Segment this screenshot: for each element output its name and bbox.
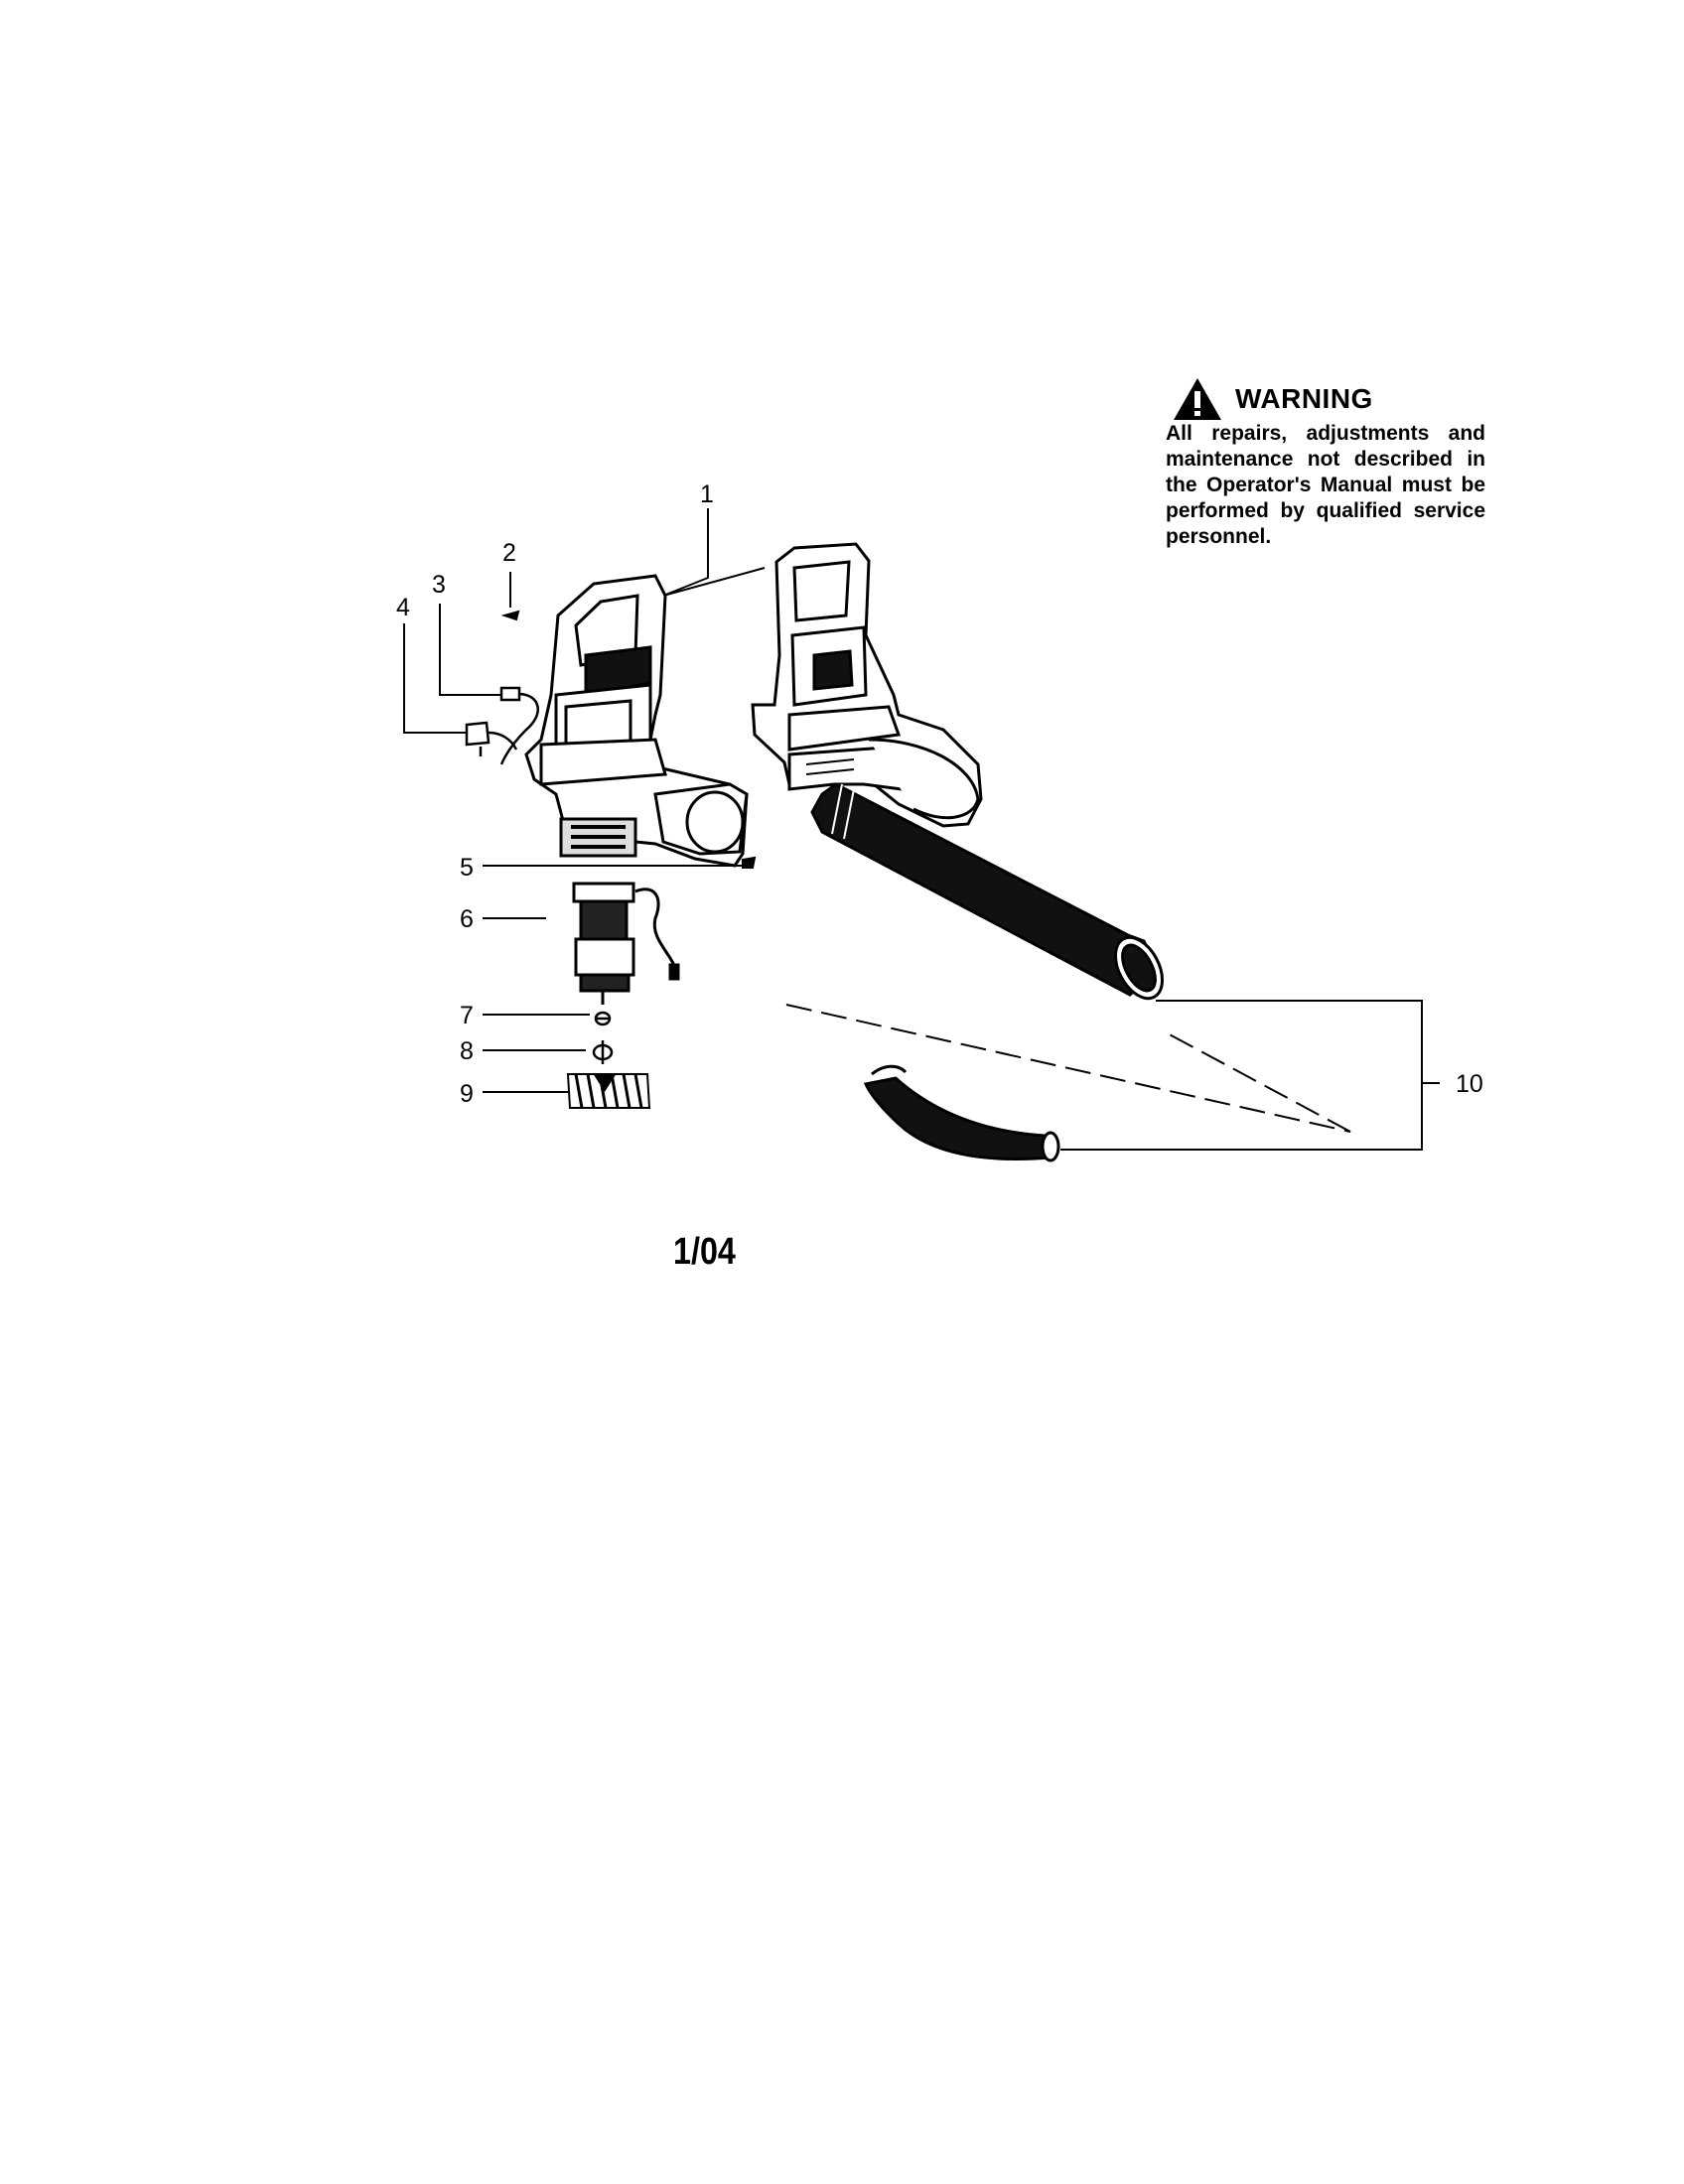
assembly-lines [785, 1004, 1351, 1133]
screw-part-2 [500, 610, 520, 621]
warning-triangle-icon [1174, 378, 1221, 420]
warning-text: All repairs, adjustments and maintenance… [1166, 422, 1485, 548]
straight-tube [810, 782, 1164, 1001]
leader-4 [403, 623, 467, 734]
callout-labels: 1 2 3 4 5 6 7 8 9 10 [396, 480, 1483, 1108]
right-housing [751, 542, 983, 828]
callout-10: 10 [1456, 1070, 1483, 1098]
callout-3: 3 [432, 571, 446, 599]
washer-part-8 [592, 1040, 614, 1064]
callout-8: 8 [460, 1037, 474, 1065]
nut-part-7 [594, 1011, 612, 1026]
screw-part-5 [742, 856, 757, 869]
warning-header: WARNING [1172, 373, 1373, 425]
callout-7: 7 [460, 1002, 474, 1029]
callout-9: 9 [460, 1080, 474, 1108]
fan-part-9 [566, 1073, 651, 1109]
leader-lines [403, 508, 1440, 1151]
motor-part-6 [572, 882, 680, 1005]
callout-2: 2 [502, 539, 516, 567]
left-housing [524, 574, 749, 868]
date-code: 1/04 [673, 1231, 736, 1273]
curved-nozzle [863, 1064, 1060, 1162]
warning-title: WARNING [1235, 383, 1373, 414]
callout-1: 1 [700, 480, 714, 508]
leader-10 [1060, 1000, 1423, 1151]
callout-4: 4 [396, 594, 410, 621]
cord-and-plug [465, 686, 539, 765]
callout-6: 6 [460, 905, 474, 933]
leader-1 [662, 508, 709, 597]
leader-3 [439, 604, 501, 696]
callout-5: 5 [460, 854, 474, 882]
leader-1b [662, 567, 766, 597]
